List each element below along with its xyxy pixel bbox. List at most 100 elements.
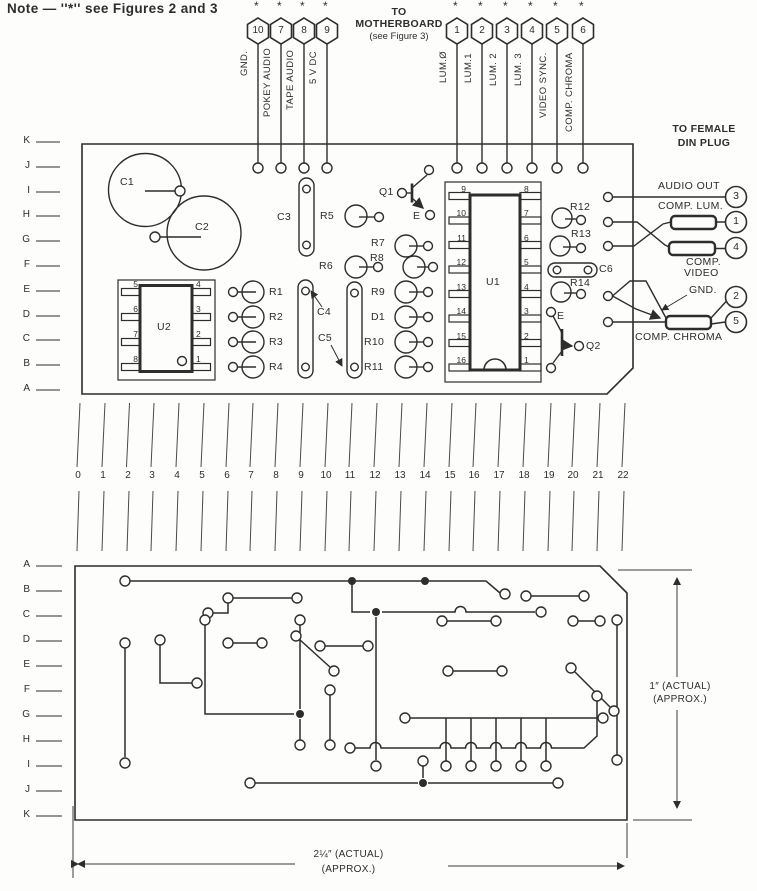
hex-pin-2: 2 — [479, 25, 485, 36]
ruler-number: 4 — [174, 470, 180, 481]
u1-pin: 6 — [524, 233, 529, 243]
bottom-board-outline — [74, 565, 628, 821]
label-r13: R13 — [571, 228, 592, 240]
connector-wires — [257, 44, 584, 163]
row-label: F — [23, 259, 30, 270]
dimension-lines — [71, 569, 692, 878]
row-label: G — [22, 709, 30, 720]
width-dimension-line2: (APPROX.) — [321, 864, 376, 875]
u1-pin: 12 — [456, 257, 466, 267]
row-label: H — [22, 734, 30, 745]
asterisk-marker: * — [478, 0, 483, 13]
label-r2: R2 — [269, 311, 284, 323]
height-dimension-line2: (APPROX.) — [653, 694, 707, 705]
ruler-number: 20 — [567, 470, 579, 481]
hex-pin-9: 9 — [324, 25, 330, 36]
ruler-number: 0 — [75, 470, 81, 481]
u2-pin: 3 — [196, 304, 201, 314]
row-label: E — [23, 284, 30, 295]
din-pin-2: 2 — [733, 290, 739, 302]
row-label: C — [22, 333, 30, 344]
figure-note: Note — ''*'' see Figures 2 and 3 — [7, 1, 218, 16]
wire-label-lum2: LUM. 2 — [488, 52, 499, 86]
ruler-number: 13 — [394, 470, 406, 481]
row-label: K — [23, 809, 30, 820]
u2-pin: 6 — [133, 304, 138, 314]
row-label: B — [23, 584, 30, 595]
motherboard-callout-line3: (see Figure 3) — [369, 31, 429, 42]
u1-pin: 10 — [456, 208, 466, 218]
ruler-number: 12 — [369, 470, 381, 481]
ruler-number: 17 — [493, 470, 505, 481]
u2-pin: 1 — [196, 354, 201, 364]
row-label: A — [23, 559, 30, 570]
wire-label-comp-chroma: COMP. CHROMA — [564, 52, 575, 132]
solder-pads — [119, 575, 623, 789]
label-r7: R7 — [371, 237, 386, 249]
row-label: I — [27, 759, 30, 770]
ruler-number: 10 — [320, 470, 332, 481]
u2-pin: 5 — [133, 279, 138, 289]
wire-label-tape-audio: TAPE AUDIO — [285, 49, 296, 110]
din-pin-3: 3 — [733, 190, 739, 202]
height-dimension-line1: 1″ (ACTUAL) — [649, 681, 711, 692]
label-r8: R8 — [370, 252, 385, 264]
din-pin-4: 4 — [733, 241, 739, 253]
resistors-r1-r4 — [227, 280, 265, 379]
ic-u1 — [444, 181, 542, 383]
u1-pin: 11 — [457, 233, 466, 243]
label-r9: R9 — [371, 286, 386, 298]
label-c6: C6 — [599, 263, 614, 275]
hex-pin-8: 8 — [301, 25, 307, 36]
label-u2: U2 — [157, 321, 172, 333]
u1-pin: 1 — [524, 355, 529, 365]
u2-pin: 7 — [133, 329, 138, 339]
label-comp-lum: COMP. LUM. — [658, 200, 724, 212]
motherboard-callout-line2: MOTHERBOARD — [355, 18, 443, 30]
u1-pin: 14 — [456, 306, 466, 316]
cap-c3 — [298, 177, 315, 257]
ruler-ticks — [76, 402, 626, 552]
ruler-number: 11 — [344, 470, 356, 481]
transistor-q2 — [545, 306, 585, 374]
u1-pin: 9 — [461, 184, 466, 194]
asterisk-marker: * — [503, 0, 508, 13]
din-callout-line1: TO FEMALE — [672, 123, 736, 135]
label-q1: Q1 — [379, 186, 394, 198]
row-label: J — [25, 160, 30, 171]
u1-pin: 15 — [456, 331, 466, 341]
wire-label-lum3: LUM. 3 — [513, 52, 524, 86]
label-q2: Q2 — [586, 340, 601, 352]
cap-c2 — [166, 195, 242, 271]
din-pin-1: 1 — [733, 215, 739, 227]
label-r1: R1 — [269, 286, 284, 298]
hex-pin-3: 3 — [504, 25, 510, 36]
label-r10: R10 — [364, 336, 385, 348]
asterisk-marker: * — [323, 0, 328, 13]
label-comp-video-1: COMP. — [686, 256, 722, 268]
ruler-number: 16 — [468, 470, 480, 481]
row-label: E — [23, 659, 30, 670]
label-q2-emitter: E — [557, 310, 565, 322]
label-r6: R6 — [319, 260, 334, 272]
copper-traces — [124, 580, 618, 784]
row-label: A — [23, 383, 30, 394]
wire-label-gnd: GND. — [239, 50, 250, 76]
hex-pin-7: 7 — [278, 25, 284, 36]
ruler-number: 19 — [543, 470, 555, 481]
wire-label-lum1: LUM.1 — [463, 53, 474, 83]
row-label: D — [22, 634, 30, 645]
label-r12: R12 — [570, 201, 591, 213]
row-ticks-top — [36, 141, 60, 391]
row-ticks-bottom — [36, 565, 62, 817]
u2-pin: 4 — [196, 279, 201, 289]
asterisk-marker: * — [277, 0, 282, 13]
wire-label-5vdc: 5 V DC — [308, 50, 319, 84]
label-r5: R5 — [320, 210, 335, 222]
connector-pads — [252, 162, 589, 174]
u1-pin: 5 — [524, 257, 529, 267]
u2-pin: 8 — [133, 354, 138, 364]
cap-c4 — [297, 279, 314, 379]
